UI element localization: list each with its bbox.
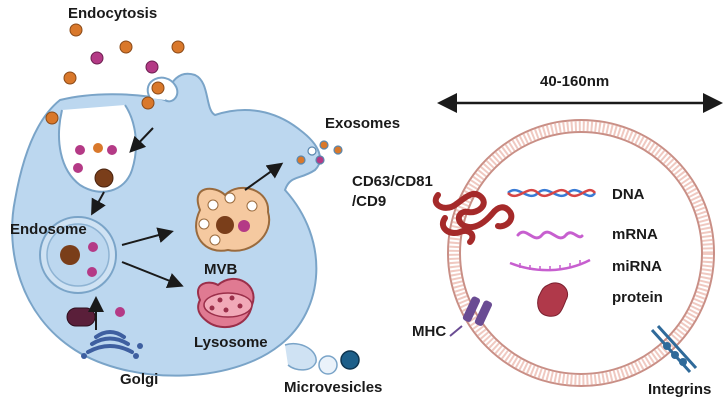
label-integrins: Integrins: [648, 381, 711, 398]
exosome-small: [296, 155, 306, 165]
mvb-vesicle: [207, 199, 219, 211]
released-exosomes: [296, 140, 343, 165]
exosome-membrane-inner: [459, 131, 703, 375]
golgi-vesicle: [66, 307, 96, 327]
particle-magenta: [115, 307, 125, 317]
particle-orange: [45, 111, 59, 125]
arrow-mvb-to-exosomes: [244, 162, 284, 191]
lysosome-granule: [237, 303, 243, 309]
label-mirna: miRNA: [612, 258, 662, 275]
integrin-domain: [663, 342, 671, 350]
golgi-stack: [90, 336, 130, 346]
golgi-vesicle-dot: [133, 353, 139, 359]
mrna-icon: [516, 230, 584, 240]
mirna-icon-ticks: [519, 260, 581, 271]
microvesicle-bud: [284, 343, 317, 371]
particle-magenta: [107, 145, 117, 155]
mhc-protein: [449, 296, 493, 337]
label-cd9: /CD9: [352, 193, 386, 210]
label-endocytosis: Endocytosis: [68, 5, 157, 22]
exosome: [447, 119, 715, 387]
particle-orange: [119, 40, 133, 54]
mhc-stalk: [449, 325, 463, 337]
mvb-vesicle: [209, 234, 221, 246]
exosome-membrane-outer: [447, 119, 715, 387]
golgi-stack: [94, 330, 126, 339]
lysosome-granule: [223, 307, 229, 313]
microvesicle-dark: [340, 350, 360, 370]
mvb: [195, 186, 271, 252]
extracellular-particles: [45, 23, 185, 125]
mvb-vesicle: [246, 200, 258, 212]
label-mhc: MHC: [412, 323, 446, 340]
particle-magenta: [73, 163, 83, 173]
label-protein: protein: [612, 289, 663, 306]
particle-orange: [93, 143, 103, 153]
microvesicles: [284, 343, 360, 375]
particle-magenta: [238, 220, 250, 232]
lysosome-granule: [217, 297, 223, 303]
label-endosome: Endosome: [10, 221, 87, 238]
exosome-small: [333, 145, 343, 155]
arrow-endosome-to-mvb: [121, 227, 174, 246]
microvesicle: [318, 355, 338, 375]
particle-brown: [216, 216, 234, 234]
lysosome-granule: [209, 305, 215, 311]
golgi-stack: [86, 344, 134, 354]
particle-orange: [171, 40, 185, 54]
lysosome-cut: [203, 292, 253, 318]
size-indicator: 40-160nm: [437, 73, 723, 113]
particle-brown: [94, 168, 114, 188]
arrow-pocket-to-cargo: [129, 127, 154, 153]
exosome-small: [315, 155, 325, 165]
mhc-icon: [474, 300, 493, 326]
endosome: [39, 216, 117, 294]
particle-orange: [69, 23, 83, 37]
exosome-small: [319, 140, 329, 150]
label-mvb: MVB: [204, 261, 238, 278]
exosome-small: [307, 146, 317, 156]
pocket-cargo: [73, 143, 117, 188]
label-golgi: Golgi: [120, 371, 158, 388]
label-mrna: mRNA: [612, 226, 658, 243]
golgi: [66, 307, 143, 359]
size-label: 40-160nm: [540, 73, 609, 90]
golgi-vesicle-dot: [137, 343, 143, 349]
particle-orange: [63, 71, 77, 85]
dna-icon: [507, 188, 597, 198]
particle-orange: [141, 96, 155, 110]
lysosome-granule: [229, 295, 235, 301]
particle-magenta: [145, 60, 159, 74]
particle-magenta: [87, 267, 97, 277]
pathway-arrows: [88, 127, 284, 330]
arrow-to-endosome: [91, 191, 106, 216]
cargo: [507, 188, 597, 317]
mvb-vesicle: [198, 218, 210, 230]
particle-orange: [151, 81, 165, 95]
integrin-domain: [671, 351, 679, 359]
particle-magenta: [88, 242, 98, 252]
label-cd63-cd81: CD63/CD81: [352, 173, 433, 190]
particle-magenta: [75, 145, 85, 155]
integrin-domain: [679, 358, 687, 366]
golgi-vesicle-dot: [81, 353, 87, 359]
mvb-vesicle: [224, 192, 236, 204]
integrin-protein: [650, 324, 698, 374]
label-dna: DNA: [612, 186, 645, 203]
label-exosomes: Exosomes: [325, 115, 400, 132]
particle-magenta: [90, 51, 104, 65]
cd63-cd81-cd9-icon: [432, 190, 515, 245]
mhc-icon: [462, 296, 481, 322]
label-lysosome: Lysosome: [194, 334, 268, 351]
particle-brown: [60, 245, 80, 265]
protein-icon: [537, 282, 568, 317]
arrow-endosome-to-lysosome: [121, 261, 184, 289]
exosome-membrane-bilayer: [449, 121, 713, 385]
tetraspanin-protein: [432, 190, 515, 245]
lysosome: [197, 278, 255, 329]
label-microvesicles: Microvesicles: [284, 379, 382, 396]
integrins-icon: [656, 324, 698, 370]
